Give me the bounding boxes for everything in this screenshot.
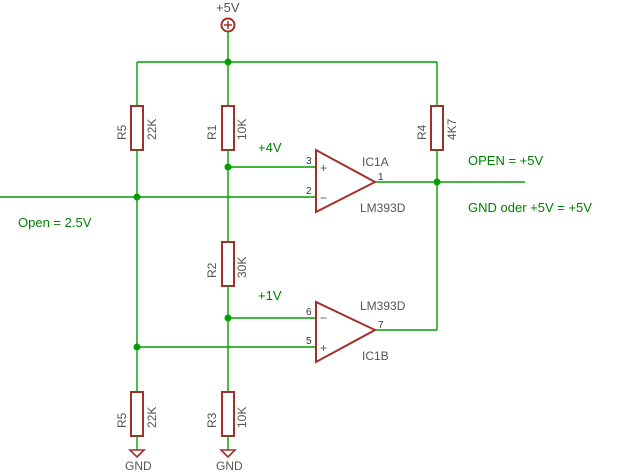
supply-symbol	[220, 17, 236, 33]
ground-symbol-left	[128, 449, 146, 459]
r2-name: R2	[205, 262, 219, 278]
r1-value: 10K	[235, 119, 249, 140]
resistor-r5-top	[130, 105, 144, 151]
annotation-4v: +4V	[258, 140, 282, 155]
r2-value: 30K	[235, 257, 249, 278]
resistor-r4	[430, 105, 444, 151]
annotation-open-input: Open = 2.5V	[18, 215, 92, 230]
svg-text:+: +	[320, 161, 327, 175]
annotation-1v: +1V	[258, 288, 282, 303]
pin-ic1b-minus: 6	[306, 307, 312, 318]
r5-top-value: 22K	[145, 119, 159, 140]
r4-value: 4K7	[445, 118, 459, 140]
ground-label-left: GND	[125, 459, 152, 473]
pin-ic1a-minus: 2	[306, 186, 312, 197]
r5-bottom-name: R5	[115, 412, 129, 428]
ic1a-name: IC1A	[362, 155, 389, 169]
r3-name: R3	[205, 412, 219, 428]
ic1a-part: LM393D	[360, 201, 406, 215]
svg-text:−: −	[320, 191, 327, 205]
r5-top-name: R5	[115, 124, 129, 140]
supply-label: +5V	[216, 0, 240, 15]
ic1b-name: IC1B	[362, 349, 389, 363]
pin-ic1a-plus: 3	[306, 156, 312, 167]
svg-text:−: −	[320, 311, 327, 325]
pin-ic1b-out: 7	[378, 320, 384, 331]
comparator-ic1b	[315, 300, 378, 364]
annotation-gnd-output: GND oder +5V = +5V	[468, 200, 592, 215]
pin-ic1a-out: 1	[378, 172, 384, 183]
resistor-r5-bottom	[130, 391, 144, 437]
ground-label-right: GND	[216, 459, 243, 473]
pin-ic1b-plus: 5	[306, 336, 312, 347]
r5-bottom-value: 22K	[145, 407, 159, 428]
resistor-r1	[221, 105, 235, 151]
supply-5v: +5V	[216, 0, 240, 62]
ground-symbol-right	[219, 449, 237, 459]
r3-value: 10K	[235, 407, 249, 428]
resistor-r3	[221, 391, 235, 437]
ic1b-part: LM393D	[360, 299, 406, 313]
r4-name: R4	[415, 124, 429, 140]
comparator-ic1a	[315, 148, 378, 214]
r1-name: R1	[205, 124, 219, 140]
annotation-open-output: OPEN = +5V	[468, 153, 543, 168]
resistor-r2	[221, 241, 235, 287]
svg-text:+: +	[320, 341, 327, 355]
